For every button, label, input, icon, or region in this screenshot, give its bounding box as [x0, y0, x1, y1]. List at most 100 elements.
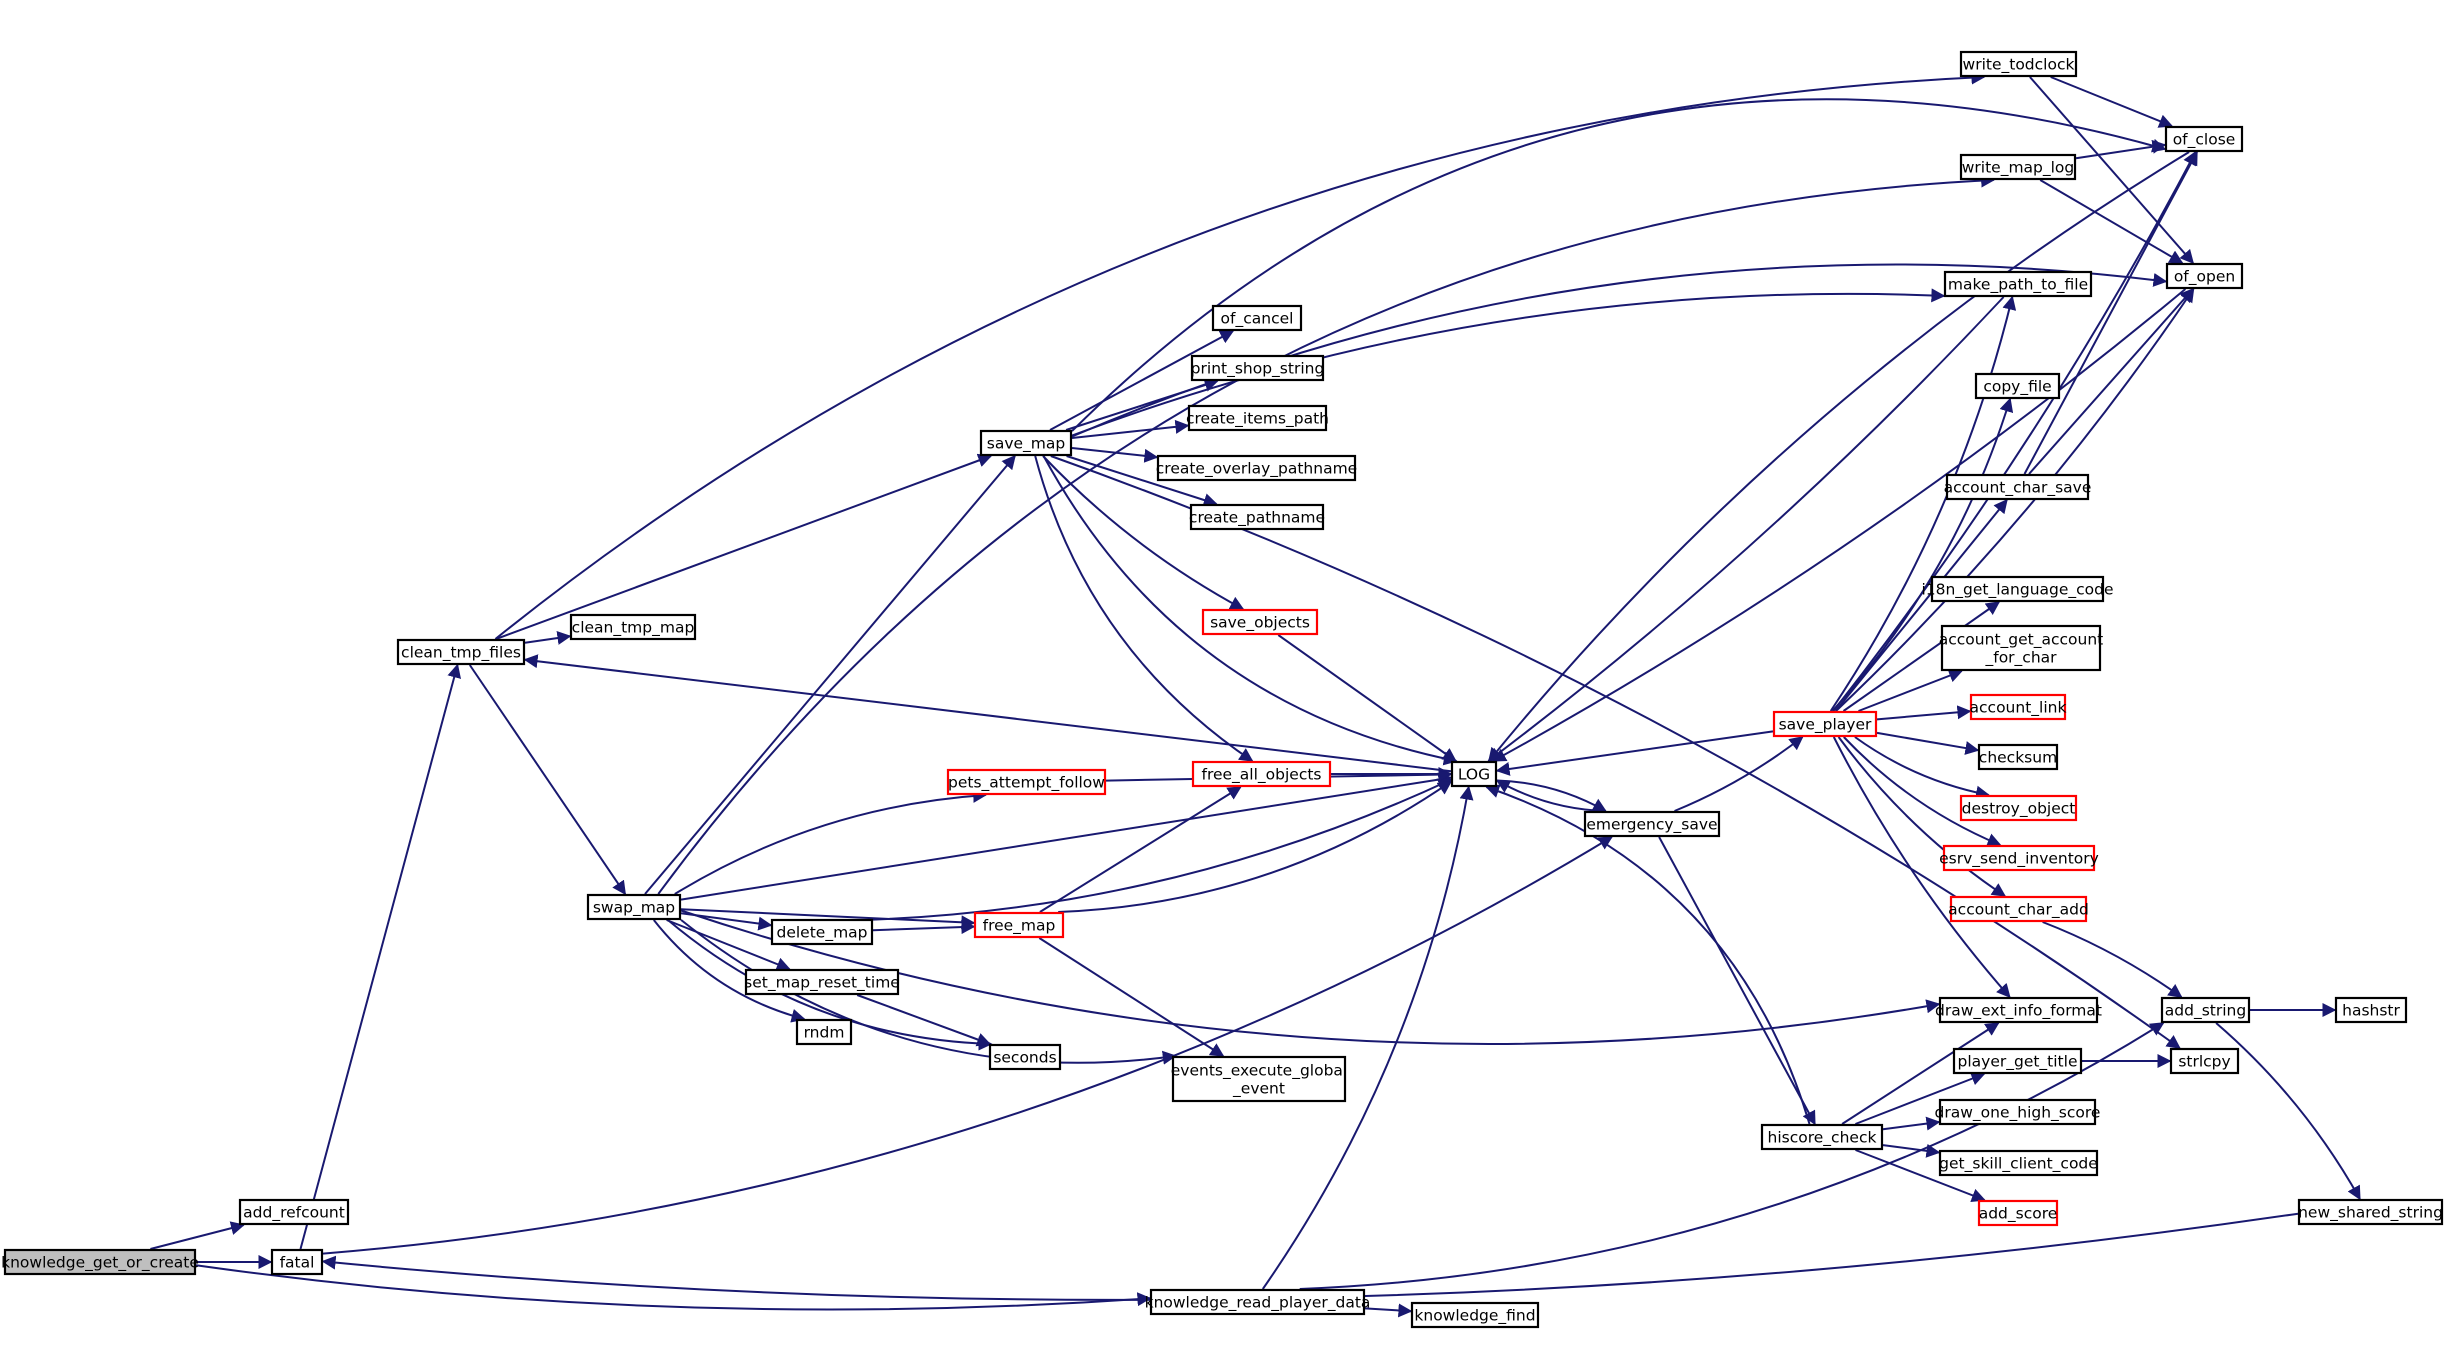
node-save-map[interactable]: save_map	[979, 429, 1073, 457]
node-box[interactable]	[1938, 996, 2099, 1024]
node-hashstr[interactable]: hashstr	[2334, 996, 2408, 1024]
node-box[interactable]	[744, 968, 900, 996]
node-box[interactable]	[1945, 473, 2090, 501]
node-add-string[interactable]: add_string	[2160, 996, 2251, 1024]
node-box[interactable]	[1450, 760, 1498, 788]
node-box[interactable]	[238, 1198, 350, 1226]
node-box[interactable]	[1171, 1055, 1347, 1103]
node-print-shop-string[interactable]: print_shop_string	[1190, 354, 1325, 382]
node-box[interactable]	[946, 768, 1107, 796]
node-box[interactable]	[1959, 50, 2078, 78]
node-box[interactable]	[1930, 575, 2105, 603]
node-checksum[interactable]: checksum	[1977, 743, 2059, 771]
node-box[interactable]	[1156, 454, 1357, 482]
node-write-todclock[interactable]: write_todclock	[1959, 50, 2078, 78]
node-box[interactable]	[270, 1248, 324, 1276]
node-hiscore-check[interactable]: hiscore_check	[1760, 1123, 1884, 1151]
node-fatal[interactable]: fatal	[270, 1248, 324, 1276]
node-box[interactable]	[973, 911, 1065, 939]
node-destroy-object[interactable]: destroy_object	[1959, 794, 2078, 822]
node-box[interactable]	[1149, 1288, 1366, 1316]
node-account-get-account-for-char[interactable]: account_get_account_for_char	[1939, 624, 2103, 672]
node-knowledge-find[interactable]: knowledge_find	[1410, 1301, 1540, 1329]
node-box[interactable]	[2297, 1198, 2444, 1226]
node-LOG[interactable]: LOG	[1450, 760, 1498, 788]
node-new-shared-string[interactable]: new_shared_string	[2297, 1198, 2444, 1226]
node-box[interactable]	[1187, 404, 1328, 432]
node-add-refcount[interactable]: add_refcount	[238, 1198, 350, 1226]
node-events-execute-global-event[interactable]: events_execute_global_event	[1171, 1055, 1347, 1103]
node-box[interactable]	[2164, 125, 2244, 153]
node-clean-tmp-map[interactable]: clean_tmp_map	[569, 613, 697, 641]
node-box[interactable]	[1760, 1123, 1884, 1151]
node-box[interactable]	[3, 1248, 197, 1276]
node-player-get-title[interactable]: player_get_title	[1952, 1047, 2083, 1075]
node-make-path-to-file[interactable]: make_path_to_file	[1943, 270, 2093, 298]
node-get-skill-client-code[interactable]: get_skill_client_code	[1938, 1149, 2099, 1177]
node-box[interactable]	[979, 429, 1073, 457]
node-box[interactable]	[1940, 624, 2102, 672]
node-box[interactable]	[770, 918, 874, 946]
node-free-map[interactable]: free_map	[973, 911, 1065, 939]
node-box[interactable]	[1977, 743, 2059, 771]
node-box[interactable]	[1201, 608, 1319, 636]
node-create-overlay-pathname[interactable]: create_overlay_pathname	[1156, 454, 1357, 482]
node-account-char-save[interactable]: account_char_save	[1944, 473, 2092, 501]
node-save-objects[interactable]: save_objects	[1201, 608, 1319, 636]
node-write-map-log[interactable]: write_map_log	[1959, 153, 2077, 181]
node-emergency-save[interactable]: emergency_save	[1583, 810, 1721, 838]
node-strlcpy[interactable]: strlcpy	[2169, 1047, 2240, 1075]
node-add-score[interactable]: add_score	[1977, 1199, 2059, 1227]
node-create-pathname[interactable]: create_pathname	[1189, 503, 1325, 531]
node-box[interactable]	[2169, 1047, 2240, 1075]
node-box[interactable]	[1974, 372, 2061, 400]
node-box[interactable]	[1949, 895, 2088, 923]
node-box[interactable]	[988, 1043, 1062, 1071]
node-box[interactable]	[1410, 1301, 1540, 1329]
node-box[interactable]	[2165, 262, 2244, 290]
node-of-close[interactable]: of_close	[2164, 125, 2244, 153]
node-box[interactable]	[1190, 354, 1325, 382]
node-esrv-send-inventory[interactable]: esrv_send_inventory	[1939, 844, 2099, 872]
node-box[interactable]	[795, 1018, 853, 1046]
node-box[interactable]	[1959, 153, 2077, 181]
node-draw-ext-info-format[interactable]: draw_ext_info_format	[1935, 996, 2102, 1024]
node-i18n-get-language-code[interactable]: i18n_get_language_code	[1921, 575, 2114, 603]
node-box[interactable]	[1943, 270, 2093, 298]
node-create-items-path[interactable]: create_items_path	[1186, 404, 1329, 432]
node-account-link[interactable]: account_link	[1969, 693, 2067, 721]
node-draw-one-high-score[interactable]: draw_one_high_score	[1935, 1098, 2101, 1126]
node-box[interactable]	[1942, 844, 2096, 872]
node-clean-tmp-files[interactable]: clean_tmp_files	[396, 638, 526, 666]
node-of-cancel[interactable]: of_cancel	[1211, 304, 1303, 332]
node-box[interactable]	[1969, 693, 2067, 721]
node-copy-file[interactable]: copy_file	[1974, 372, 2061, 400]
node-box[interactable]	[2334, 996, 2408, 1024]
node-of-open[interactable]: of_open	[2165, 262, 2244, 290]
node-box[interactable]	[2160, 996, 2251, 1024]
node-box[interactable]	[569, 613, 697, 641]
node-box[interactable]	[1191, 760, 1332, 788]
node-box[interactable]	[1938, 1098, 2097, 1126]
node-set-map-reset-time[interactable]: set_map_reset_time	[744, 968, 900, 996]
node-box[interactable]	[1772, 710, 1878, 738]
node-box[interactable]	[1189, 503, 1325, 531]
node-box[interactable]	[1211, 304, 1303, 332]
node-knowledge-get-or-create[interactable]: knowledge_get_or_create	[1, 1248, 199, 1276]
node-rndm[interactable]: rndm	[795, 1018, 853, 1046]
node-box[interactable]	[396, 638, 526, 666]
node-box[interactable]	[1959, 794, 2078, 822]
node-save-player[interactable]: save_player	[1772, 710, 1878, 738]
node-delete-map[interactable]: delete_map	[770, 918, 874, 946]
node-box[interactable]	[1583, 810, 1721, 838]
node-box[interactable]	[1938, 1149, 2099, 1177]
node-pets-attempt-follow[interactable]: pets_attempt_follow	[946, 768, 1107, 796]
node-box[interactable]	[1977, 1199, 2059, 1227]
node-account-char-add[interactable]: account_char_add	[1948, 895, 2089, 923]
node-seconds[interactable]: seconds	[988, 1043, 1062, 1071]
node-knowledge-read-player-data[interactable]: knowledge_read_player_data	[1145, 1288, 1371, 1316]
node-swap-map[interactable]: swap_map	[586, 893, 682, 921]
node-free-all-objects[interactable]: free_all_objects	[1191, 760, 1332, 788]
node-box[interactable]	[586, 893, 682, 921]
node-box[interactable]	[1952, 1047, 2083, 1075]
